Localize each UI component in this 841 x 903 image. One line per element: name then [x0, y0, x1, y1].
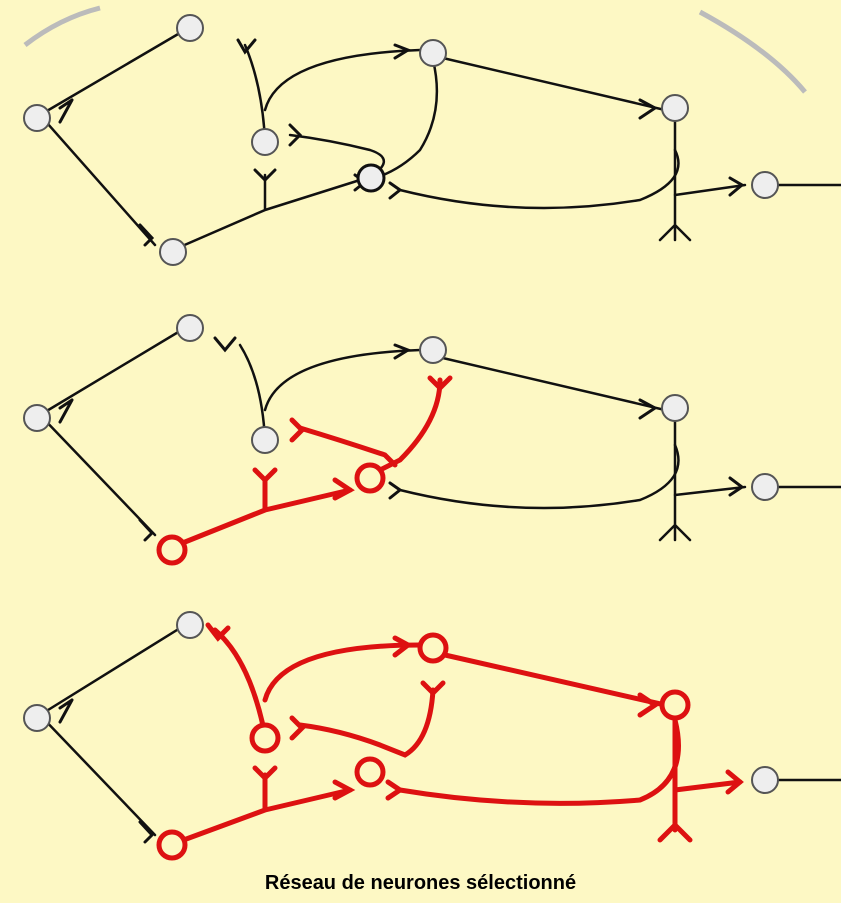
panel-1-network	[23, 14, 841, 266]
neuron	[23, 104, 51, 132]
panel-2-black-connections	[38, 326, 841, 542]
panel-3-selected-connections	[167, 622, 744, 848]
neuron-selected	[156, 829, 188, 861]
neuron	[176, 314, 204, 342]
neuron-selected	[659, 689, 691, 721]
neuron-selected	[354, 756, 386, 788]
neuron-selected	[249, 722, 281, 754]
neuron	[751, 171, 779, 199]
neuron	[661, 94, 689, 122]
neuron	[251, 128, 279, 156]
neuron-selected	[156, 534, 188, 566]
neuron	[23, 704, 51, 732]
panel-3-neurons	[23, 611, 779, 861]
neuron	[751, 473, 779, 501]
neuron	[419, 336, 447, 364]
panel-2-selected-connections	[167, 375, 453, 551]
panel-1-neurons	[23, 14, 779, 266]
panel-2-neurons	[23, 314, 779, 566]
neuron	[176, 611, 204, 639]
neuron	[419, 39, 447, 67]
neuron	[159, 238, 187, 266]
neuron	[23, 404, 51, 432]
corner-lines	[23, 5, 807, 94]
neuron	[251, 426, 279, 454]
diagram-caption: Réseau de neurones sélectionné	[264, 872, 577, 894]
panel-1-connections	[38, 28, 841, 252]
neuron	[661, 394, 689, 422]
neuron	[356, 163, 386, 193]
neuron-selected	[354, 462, 386, 494]
neuron	[176, 14, 204, 42]
neuron	[751, 766, 779, 794]
panel-1-synapses	[58, 38, 745, 247]
neuron-selected	[417, 632, 449, 664]
panel-3-black-connections	[38, 623, 841, 844]
panel-3-network	[23, 611, 841, 861]
panel-2-network	[23, 314, 841, 566]
